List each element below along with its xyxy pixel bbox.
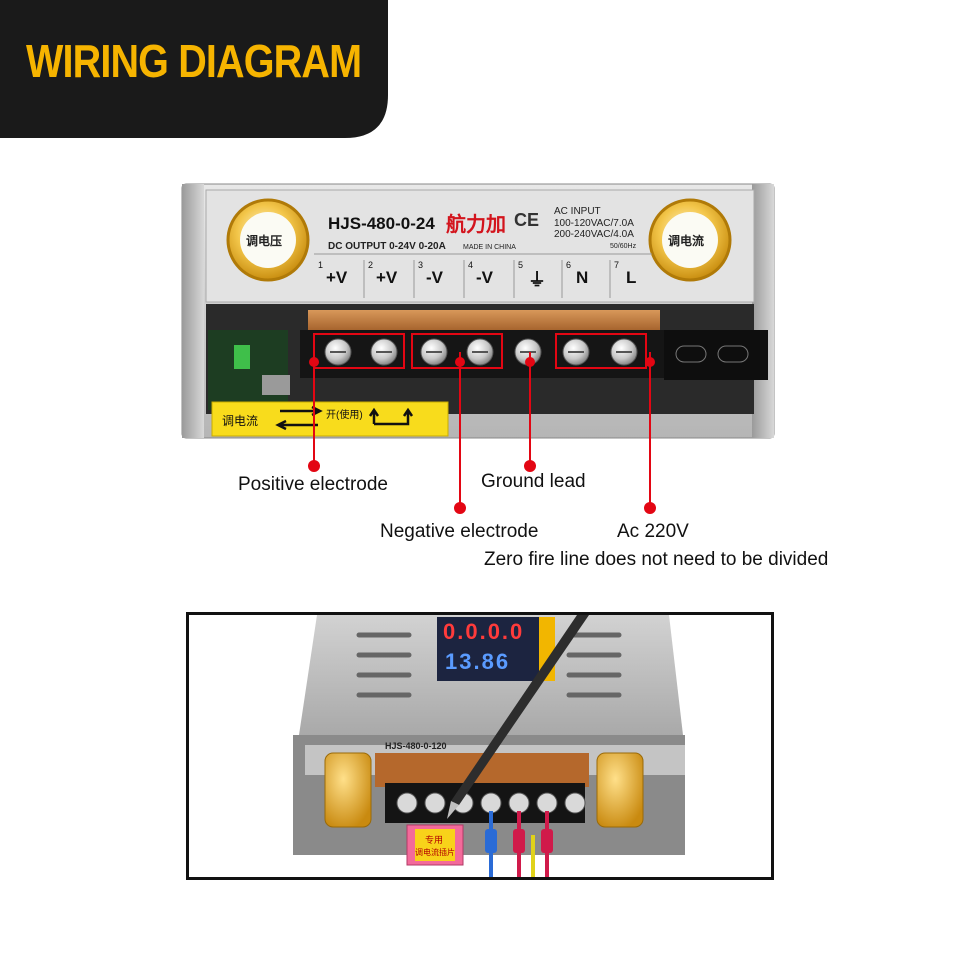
terminal-number: 1	[318, 260, 324, 270]
terminal-symbol: N	[576, 268, 589, 287]
terminal-number: 5	[518, 260, 524, 270]
current-knob-label: 调电流	[668, 234, 705, 248]
terminal-number: 7	[614, 260, 620, 270]
terminal-symbol: L	[626, 268, 637, 287]
brand-logo: 航力加	[446, 214, 506, 236]
negative-electrode-callout: Negative electrode	[380, 521, 539, 542]
terminal-number: 6	[566, 260, 572, 270]
ac-input-title: AC INPUT	[554, 206, 601, 217]
ce-mark: CE	[514, 210, 540, 230]
model-label: HJS-480-0-24	[328, 214, 435, 233]
terminal-symbol: -V	[476, 268, 493, 287]
ground-lead-callout: Ground lead	[481, 471, 586, 492]
made-in-label: MADE IN CHINA	[463, 244, 516, 251]
terminal-symbol: +V	[326, 268, 348, 287]
photo-model-label: HJS-480-0-120	[385, 741, 447, 751]
voltage-display: 0.0.0.0	[443, 619, 525, 644]
tag-line1: 专用	[425, 835, 444, 845]
ac-input-line2: 200-240VAC/4.0A	[554, 229, 634, 240]
terminal-number: 3	[418, 260, 424, 270]
power-supply-illustration: HJS-480-0-24 航力加 CE DC OUTPUT 0-24V 0-20…	[178, 180, 778, 442]
terminal-symbol: +V	[376, 268, 398, 287]
terminal-symbol: -V	[426, 268, 443, 287]
tag-line2: 调电流插片	[415, 848, 455, 857]
sticker-right-label: 开(使用)	[326, 410, 363, 421]
frequency-label: 50/60Hz	[610, 243, 637, 250]
current-display: 13.86	[445, 649, 511, 674]
positive-electrode-callout: Positive electrode	[238, 474, 388, 495]
terminal-number: 2	[368, 260, 374, 270]
installation-photo: 0.0.0.0 13.86 HJS-480-0-120 专用 调电流插片	[186, 612, 774, 880]
ac-input-line1: 100-120VAC/7.0A	[554, 218, 634, 229]
ac-note-callout: Zero fire line does not need to be divid…	[484, 549, 829, 570]
banner-title: WIRING DIAGRAM	[26, 35, 362, 87]
photo-illustration	[189, 615, 771, 877]
voltage-knob-label: 调电压	[246, 234, 283, 248]
terminal-number: 4	[468, 260, 474, 270]
ground-icon: ⏚	[528, 270, 546, 290]
title-banner: WIRING DIAGRAM	[0, 0, 390, 140]
dc-output-label: DC OUTPUT 0-24V 0-20A	[328, 241, 446, 252]
ac-220v-callout: Ac 220V	[617, 521, 689, 542]
sticker-left-label: 调电流	[222, 414, 259, 428]
banner-background	[0, 0, 388, 138]
